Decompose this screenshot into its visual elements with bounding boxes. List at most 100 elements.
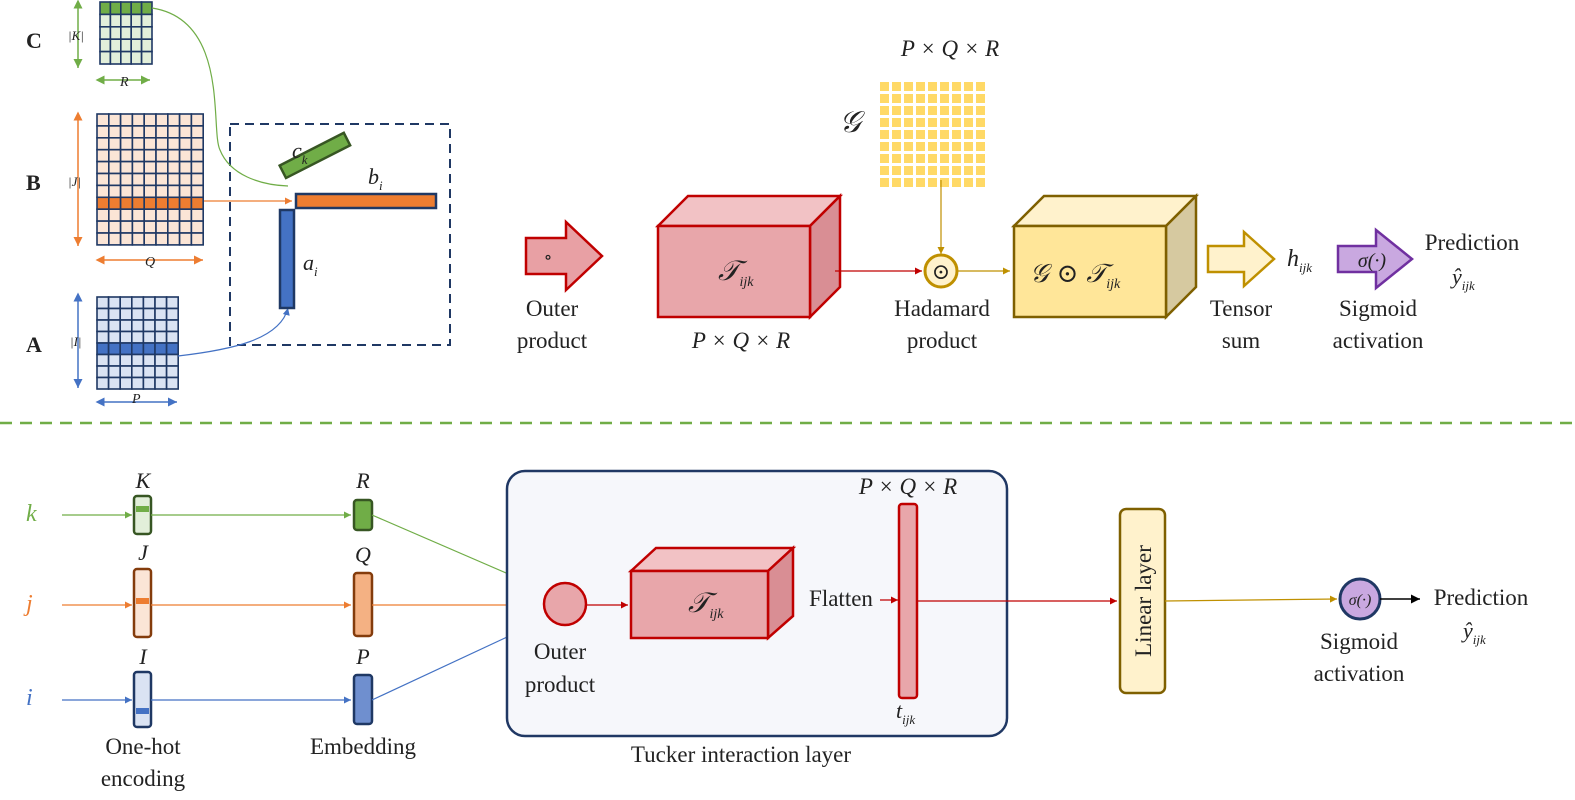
matrix-b-cell (119, 160, 134, 175)
flatten-label: Flatten (809, 586, 873, 611)
core-cell (880, 166, 889, 175)
core-cell (928, 82, 937, 91)
matrix-a-cell (165, 330, 180, 344)
matrix-b-cell (143, 172, 157, 187)
matrix-a-cell (165, 353, 180, 367)
outer-product-node (542, 581, 588, 627)
core-cell (976, 94, 985, 103)
matrix-a-cell (154, 342, 168, 356)
matrix-a-cell (165, 319, 180, 333)
core-cell (892, 130, 901, 139)
matrix-b-cell (131, 148, 145, 163)
core-cell (892, 178, 901, 187)
matrix-a-cell (165, 365, 180, 379)
matrix-a-cell (154, 319, 168, 333)
matrix-b-cell (167, 232, 181, 246)
matrix-b-cell (178, 148, 193, 163)
core-cell (964, 94, 973, 103)
matrix-b-cell (143, 113, 157, 127)
onehot-j-dim: J (138, 540, 149, 565)
matrix-c-cell (140, 50, 153, 65)
onehot-j-active (136, 598, 149, 604)
matrix-b-grid (96, 113, 204, 246)
matrix-a-cell (131, 330, 145, 344)
tensor-sum-arrow (1206, 229, 1276, 289)
matrix-c-cell (130, 1, 143, 16)
matrix-a-cell (154, 296, 168, 310)
matrix-c-cell (120, 38, 133, 53)
prediction-label-bottom: Prediction (1434, 585, 1529, 610)
core-cell (916, 166, 925, 175)
core-cell (880, 142, 889, 151)
hadamard-label-2: product (907, 328, 978, 353)
matrix-b-cell (143, 184, 157, 199)
matrix-b-cell (167, 172, 181, 187)
core-cell (940, 142, 949, 151)
matrix-b-cell (108, 232, 122, 246)
matrix-c-cell (109, 1, 122, 16)
matrix-b-cell (155, 220, 169, 234)
matrix-b-cell (131, 125, 145, 139)
matrix-b-cell (178, 196, 193, 211)
matrix-b-cell (178, 113, 193, 127)
core-dims: P × Q × R (900, 36, 999, 61)
matrix-b-cell (167, 137, 181, 151)
matrix-a-cell (131, 307, 145, 321)
core-cell (880, 178, 889, 187)
matrix-b-cell (190, 113, 204, 127)
matrix-a-cell (119, 376, 133, 390)
matrix-b-label: B (26, 170, 41, 195)
matrix-b-cell (119, 148, 134, 163)
core-cell (928, 178, 937, 187)
matrix-b-cell (96, 184, 110, 199)
core-cell (916, 82, 925, 91)
sigma-label-top: σ(·) (1358, 250, 1387, 272)
core-cell (952, 118, 961, 127)
matrix-a-cell (142, 376, 156, 390)
sigmoid-label-top-2: activation (1333, 328, 1424, 353)
matrix-b-cell (178, 137, 193, 151)
core-cell (952, 154, 961, 163)
factor-select-box (229, 123, 451, 346)
matrix-a-grid (96, 296, 180, 390)
vector-b-label: bi (368, 164, 383, 193)
vector-b-bar (294, 192, 438, 210)
matrix-b-cell (155, 137, 169, 151)
core-cell (880, 130, 889, 139)
core-cell (904, 166, 913, 175)
matrix-c-cell (109, 50, 122, 65)
matrix-b-cell (155, 113, 169, 127)
core-cell (964, 142, 973, 151)
matrix-c-cell (120, 13, 133, 28)
dim-r-label: R (119, 75, 129, 90)
matrix-b-cell (190, 220, 204, 234)
linear-to-sigmoid (1164, 595, 1338, 603)
c-connector (151, 7, 289, 187)
outer-label-1: Outer (526, 296, 579, 321)
matrix-a-cell (165, 342, 180, 356)
matrix-c-cell (140, 1, 153, 16)
matrix-b-cell (131, 113, 145, 127)
sigmoid-label-bottom-2: activation (1314, 661, 1405, 686)
matrix-b-cell (96, 148, 110, 163)
matrix-b-cell (155, 232, 169, 246)
result-front-face (1012, 224, 1168, 319)
tensor-front-face (656, 224, 812, 319)
matrix-c-cell (140, 13, 153, 28)
matrix-a-cell (119, 330, 133, 344)
matrix-b-cell (131, 208, 145, 222)
matrix-b-cell (131, 184, 145, 199)
matrix-b-cell (119, 196, 134, 211)
matrix-b-cell (190, 196, 204, 211)
sigmoid-arrow (1336, 227, 1414, 291)
core-cell (916, 154, 925, 163)
tensor-dims: P × Q × R (691, 328, 790, 353)
matrix-b-cell (178, 160, 193, 175)
vector-c-label: ck (292, 138, 308, 167)
matrix-a-cell (96, 342, 110, 356)
tensor-b-top-face (627, 546, 797, 573)
outer-label-bottom-2: product (525, 672, 596, 697)
core-cell (928, 142, 937, 151)
onehot-k-active (136, 506, 149, 512)
